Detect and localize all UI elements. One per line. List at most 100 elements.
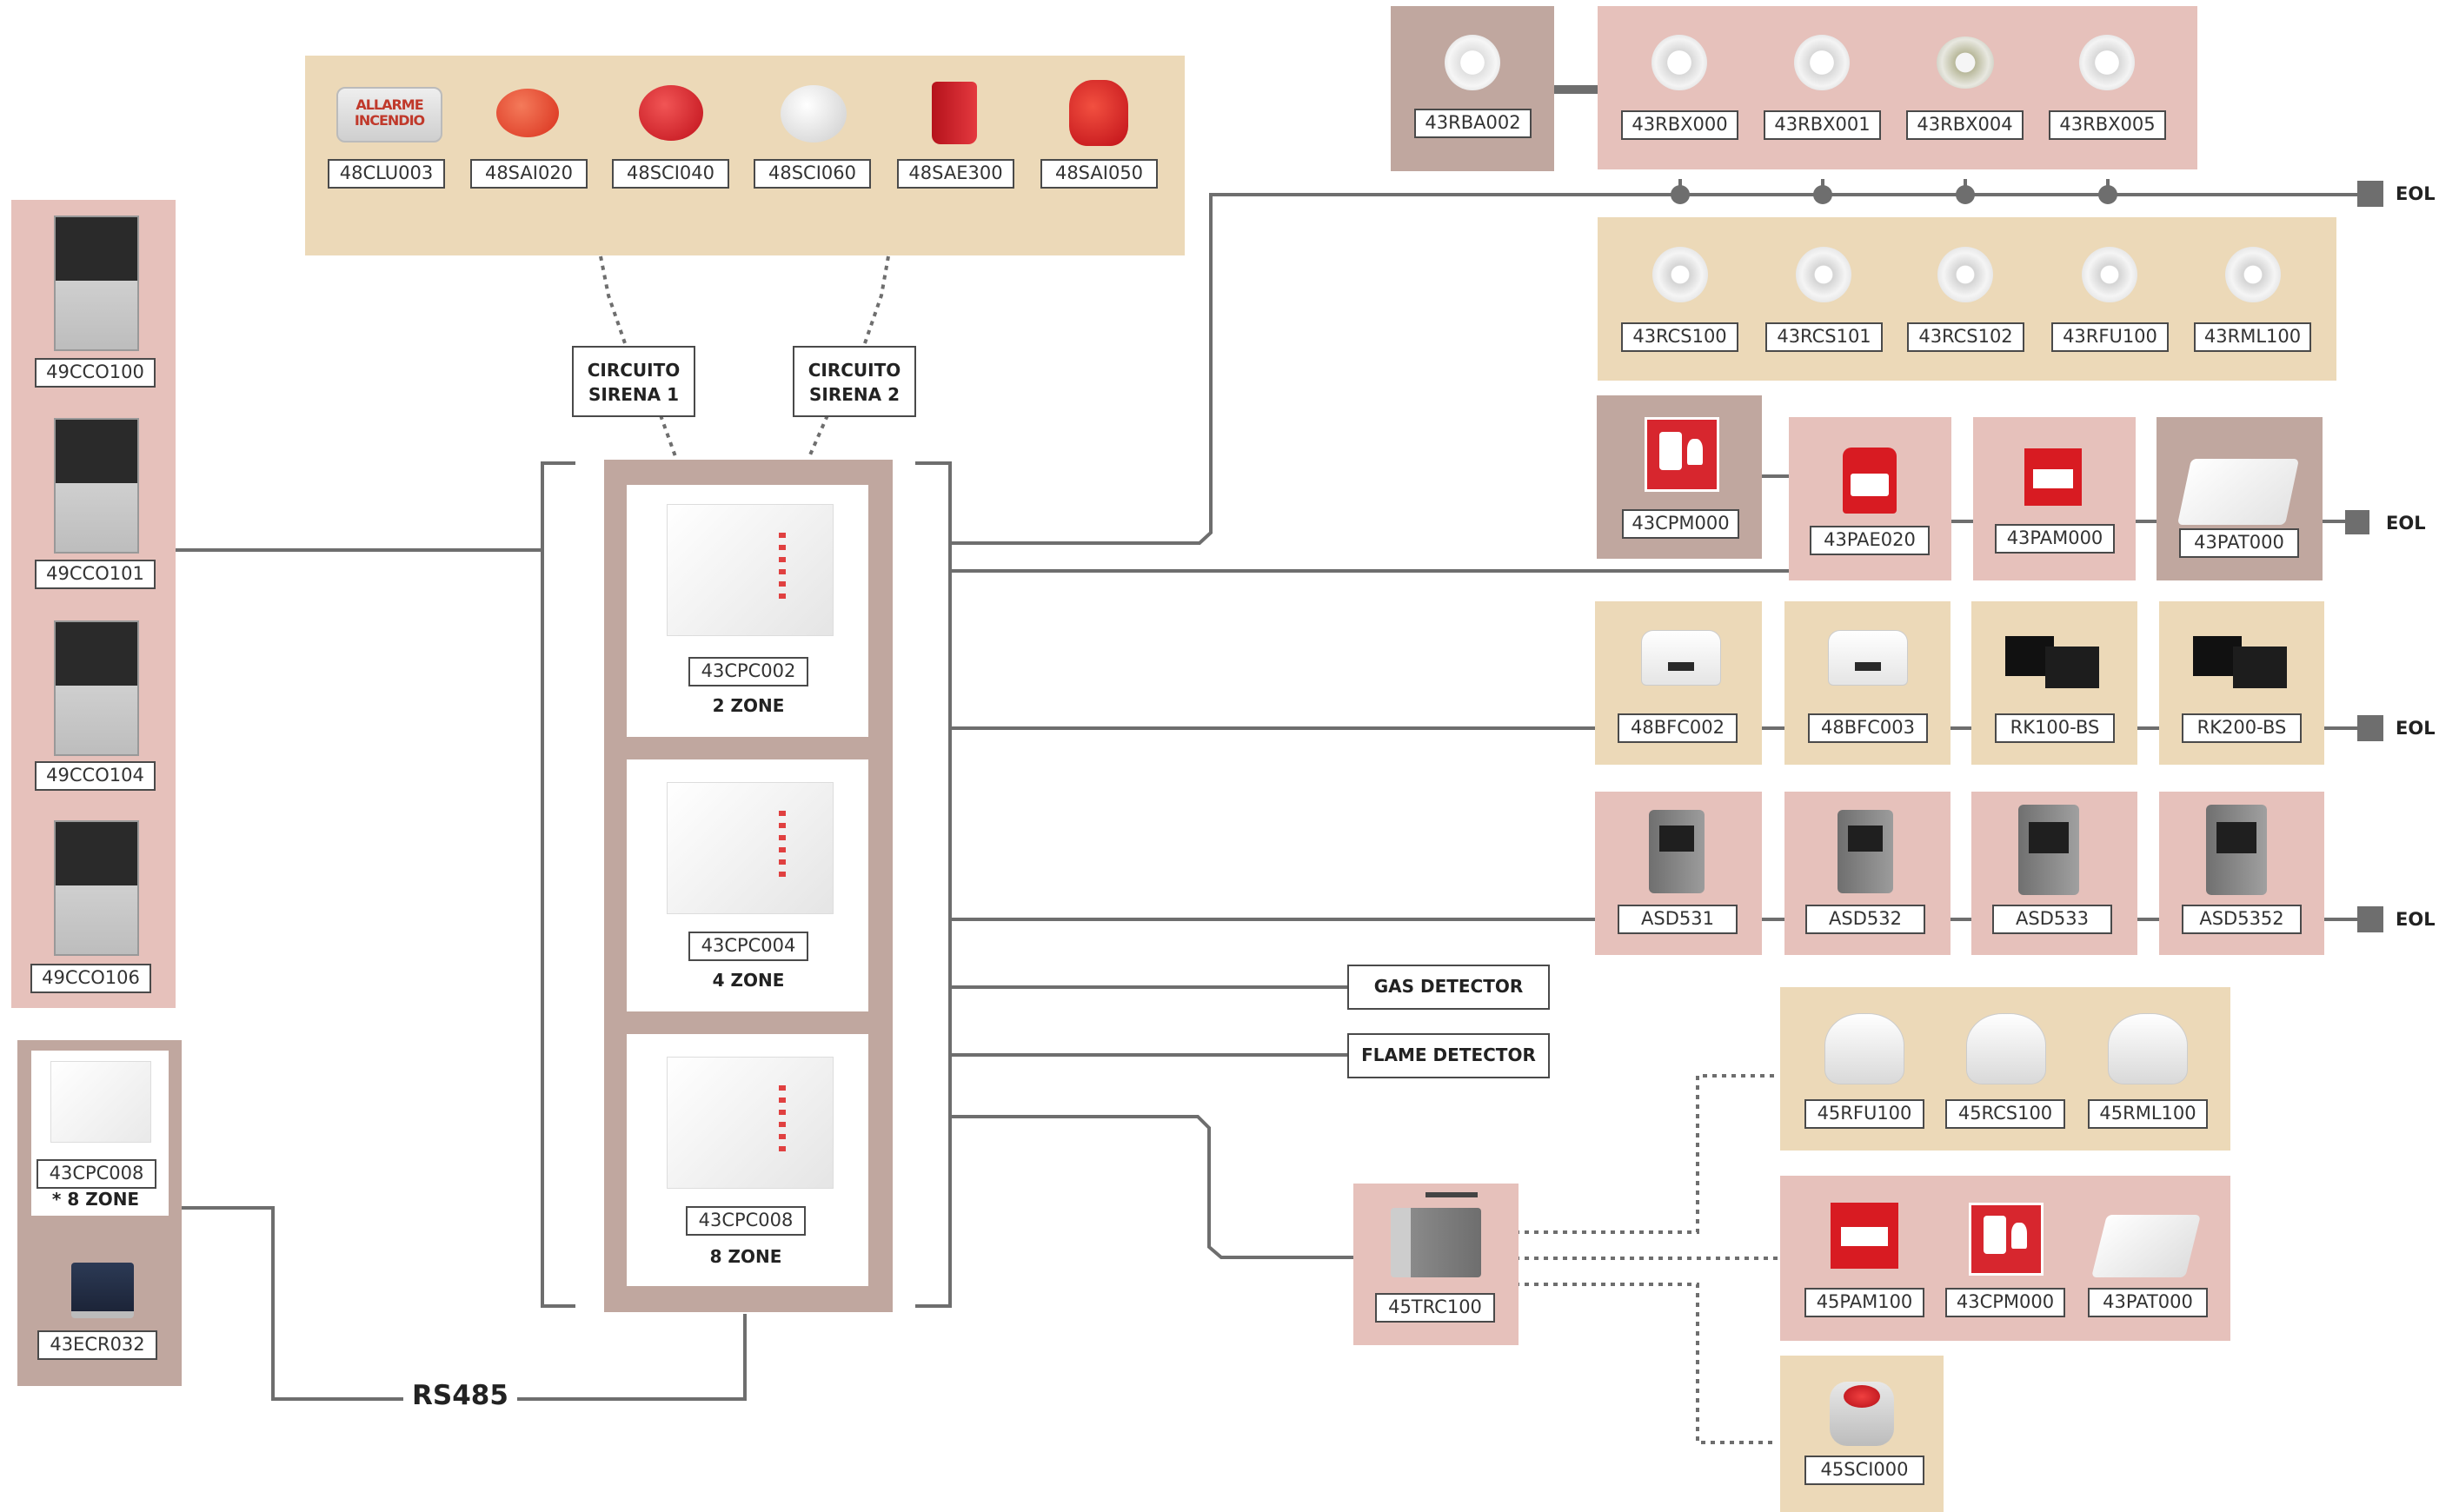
callpoint-2-icon bbox=[2024, 448, 2082, 506]
asd-label-4: ASD5352 bbox=[2182, 905, 2302, 934]
control-panel-label-2: 49CCO101 bbox=[35, 560, 156, 589]
alarm-sign-icon: ALLARME INCENDIO bbox=[336, 87, 442, 143]
sounder-wall-icon bbox=[932, 82, 977, 144]
rs485-line bbox=[182, 1206, 747, 1401]
wireless-fire-sign-icon bbox=[1969, 1203, 2044, 1276]
base-icon-4 bbox=[2079, 35, 2135, 90]
wireless-callpoint-label-2: 43CPM000 bbox=[1945, 1288, 2065, 1317]
detector-label-4: 43RFU100 bbox=[2051, 322, 2169, 352]
siren-circuit-2-label: CIRCUITO SIRENA 2 bbox=[793, 346, 916, 417]
eol-label-4: EOL bbox=[2396, 909, 2436, 930]
control-panel-2-icon bbox=[54, 418, 139, 554]
detector-icon-2 bbox=[1796, 247, 1851, 302]
callpoint-1-icon bbox=[1843, 448, 1897, 514]
wireless-cover-icon bbox=[2091, 1215, 2201, 1277]
callpoint-sign-label: 43CPM000 bbox=[1622, 509, 1739, 539]
sounder-white-icon bbox=[781, 85, 847, 143]
beam-2-icon bbox=[1828, 630, 1908, 686]
base-label-2: 43RBX001 bbox=[1764, 110, 1881, 140]
wireless-callpoint-label-1: 45PAM100 bbox=[1804, 1288, 1924, 1317]
base-label-3: 43RBX004 bbox=[1906, 110, 2024, 140]
sounder-flash-icon bbox=[1069, 80, 1128, 146]
sirens-group bbox=[305, 56, 1185, 255]
wireless-callpoint-icon bbox=[1831, 1203, 1898, 1269]
gas-detector-label: GAS DETECTOR bbox=[1347, 965, 1550, 1010]
siren-label-1: 48CLU003 bbox=[328, 159, 445, 189]
detector-label-3: 43RCS102 bbox=[1907, 322, 2024, 352]
control-panel-3-icon bbox=[54, 620, 139, 756]
central-panel-2-zone: 4 ZONE bbox=[712, 970, 785, 991]
asd-1-icon bbox=[1649, 810, 1705, 893]
bases-bus-line bbox=[952, 193, 2357, 545]
asd-4-icon bbox=[2206, 805, 2267, 895]
central-panel-3-zone: 8 ZONE bbox=[709, 1246, 782, 1267]
central-panel-1-zone: 2 ZONE bbox=[712, 695, 785, 716]
central-panel-3-icon bbox=[667, 1057, 834, 1189]
eol-label-1: EOL bbox=[2396, 183, 2436, 204]
translator-line bbox=[952, 1115, 1353, 1259]
control-panel-label-3: 49CCO104 bbox=[35, 761, 156, 791]
wireless-link-3 bbox=[1515, 1283, 1778, 1444]
control-panel-1-icon bbox=[54, 216, 139, 351]
wireless-callpoint-label-3: 43PAT000 bbox=[2088, 1288, 2208, 1317]
detector-icon-5 bbox=[2225, 247, 2281, 302]
detector-icon-1 bbox=[1652, 247, 1708, 302]
translator-label: 45TRC100 bbox=[1375, 1293, 1495, 1323]
wireless-detector-2-icon bbox=[1966, 1013, 2046, 1084]
beam-3-icon bbox=[2005, 636, 2103, 690]
base-icon-1 bbox=[1651, 35, 1707, 90]
callpoint-cover-icon bbox=[2176, 459, 2300, 525]
siren-label-4: 48SCI060 bbox=[754, 159, 871, 189]
central-panel-1-icon bbox=[667, 504, 834, 636]
siren-label-6: 48SAI050 bbox=[1040, 159, 1158, 189]
siren-label-5: 48SAE300 bbox=[897, 159, 1014, 189]
wireless-link-1 bbox=[1515, 1074, 1778, 1234]
callpoint-1-label: 43PAE020 bbox=[1810, 526, 1930, 555]
base-single-icon bbox=[1445, 35, 1500, 90]
base-single-label: 43RBA002 bbox=[1414, 109, 1532, 138]
base-label-4: 43RBX005 bbox=[2049, 110, 2166, 140]
central-panel-2-icon bbox=[667, 782, 834, 914]
eol-label-3: EOL bbox=[2396, 718, 2436, 739]
base-label-1: 43RBX000 bbox=[1621, 110, 1738, 140]
base-icon-3 bbox=[1937, 36, 1994, 89]
fire-exit-sign-icon bbox=[1645, 417, 1719, 492]
eol-terminators bbox=[2345, 181, 2383, 932]
rs485-label: RS485 bbox=[403, 1380, 517, 1411]
control-panel-label-1: 49CCO100 bbox=[35, 358, 156, 388]
callpoint-2-label: 43PAM000 bbox=[1995, 524, 2115, 554]
alarm-sign-text: ALLARME INCENDIO bbox=[354, 96, 425, 129]
remote-panel-icon bbox=[50, 1061, 151, 1143]
control-panel-label-4: 49CCO106 bbox=[30, 964, 151, 993]
wireless-sounder-label: 45SCI000 bbox=[1804, 1456, 1924, 1485]
beam-label-1: 48BFC002 bbox=[1618, 713, 1738, 743]
sounder-beacon-icon bbox=[639, 85, 703, 141]
remote-panel-zone: * 8 ZONE bbox=[51, 1189, 140, 1210]
wireless-detector-3-icon bbox=[2108, 1013, 2188, 1084]
wireless-sounder-icon bbox=[1830, 1382, 1894, 1446]
asd-label-1: ASD531 bbox=[1618, 905, 1738, 934]
detector-label-5: 43RML100 bbox=[2194, 322, 2311, 352]
central-panel-1-label: 43CPC002 bbox=[688, 657, 808, 686]
siren-circuit-2-dash bbox=[862, 255, 890, 347]
control-panel-4-icon bbox=[54, 820, 139, 956]
siren-circuit-1-label: CIRCUITO SIRENA 1 bbox=[572, 346, 695, 417]
right-bracket bbox=[915, 461, 952, 1308]
repeater-icon bbox=[71, 1263, 134, 1318]
detector-label-1: 43RCS100 bbox=[1621, 322, 1738, 352]
siren-label-3: 48SCI040 bbox=[612, 159, 729, 189]
detector-label-2: 43RCS101 bbox=[1765, 322, 1883, 352]
detector-icon-4 bbox=[2082, 247, 2137, 302]
siren-circuit-1-dash bbox=[599, 255, 628, 347]
flame-detector-label: FLAME DETECTOR bbox=[1347, 1033, 1550, 1078]
asd-label-2: ASD532 bbox=[1805, 905, 1925, 934]
detector-icon-3 bbox=[1937, 247, 1993, 302]
asd-2-icon bbox=[1838, 810, 1893, 893]
beam-label-3: RK100-BS bbox=[1995, 713, 2115, 743]
wireless-detector-label-2: 45RCS100 bbox=[1945, 1099, 2065, 1129]
wireless-detector-label-3: 45RML100 bbox=[2088, 1099, 2208, 1129]
beam-4-icon bbox=[2193, 636, 2290, 690]
eol-label-2: EOL bbox=[2386, 513, 2426, 534]
beam-label-2: 48BFC003 bbox=[1808, 713, 1928, 743]
central-panel-3-label: 43CPC008 bbox=[686, 1206, 806, 1236]
